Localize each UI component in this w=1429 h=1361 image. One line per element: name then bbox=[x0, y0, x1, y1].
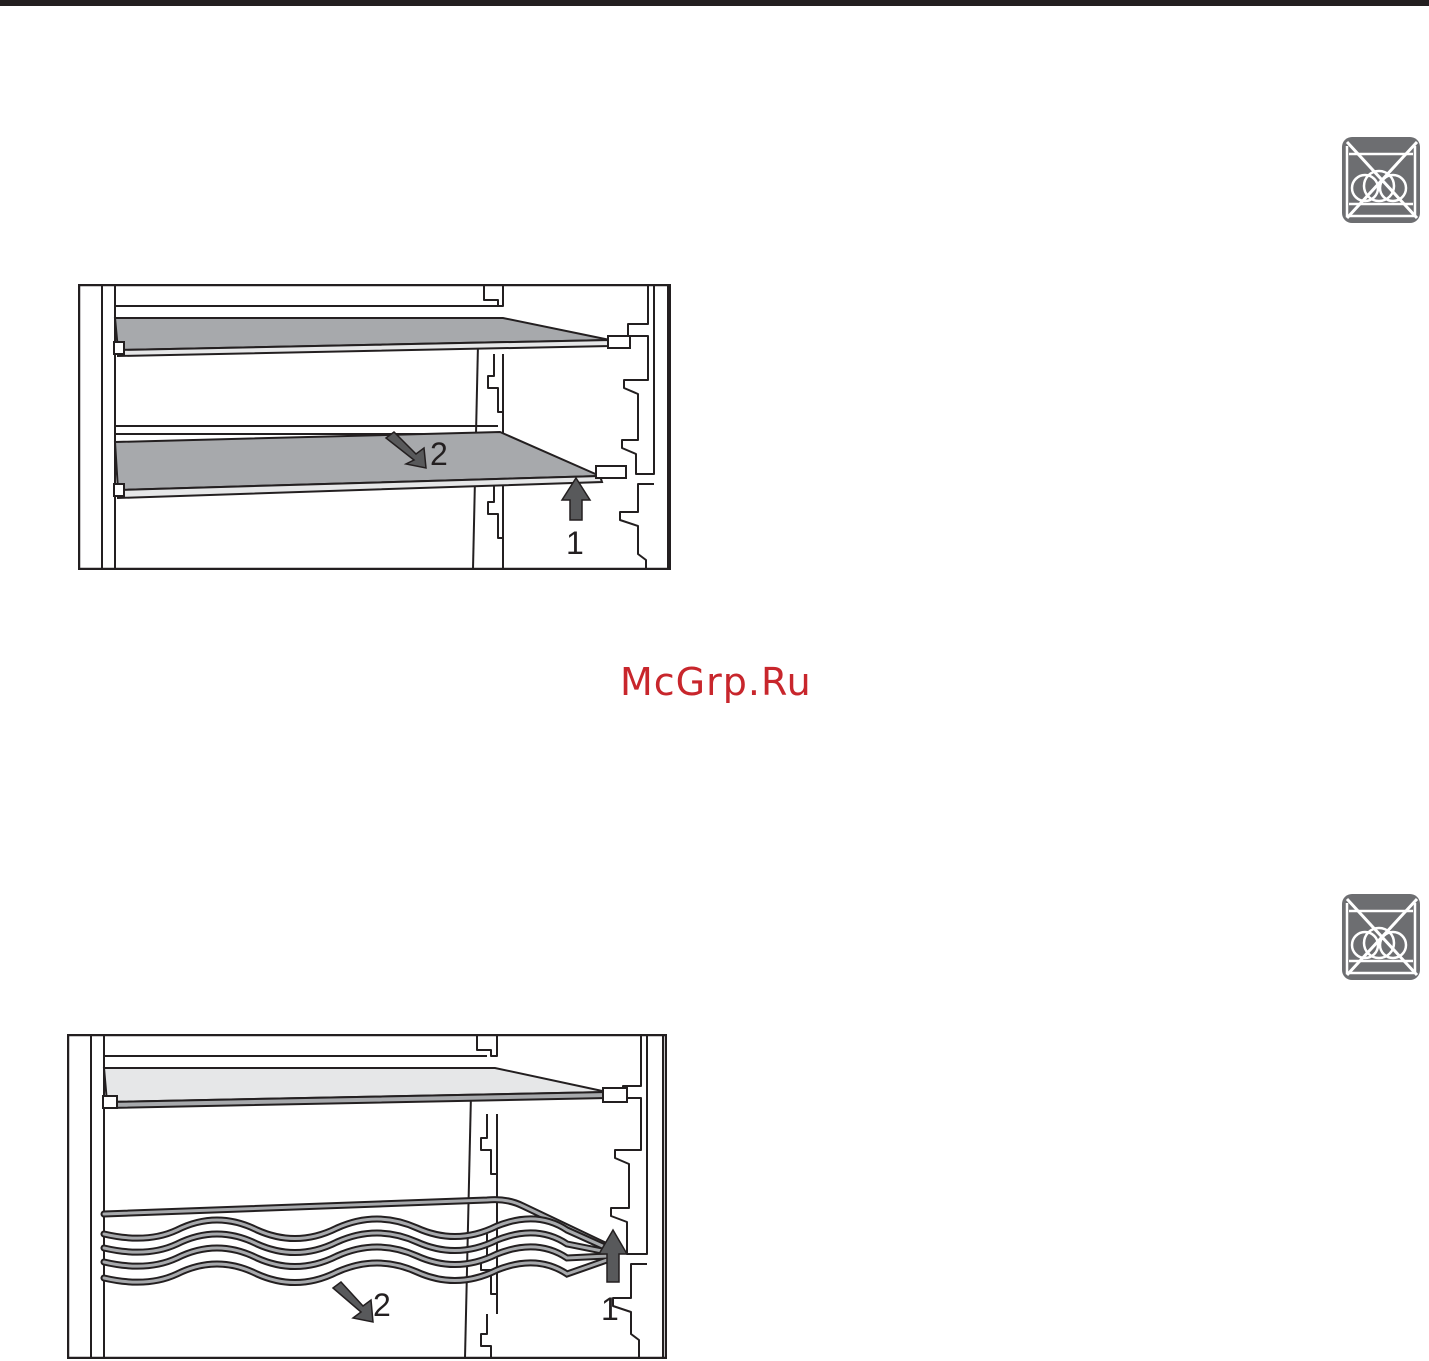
callout-1: 1 bbox=[566, 525, 584, 561]
callout-2: 2 bbox=[430, 436, 448, 472]
pull-arrow-icon bbox=[333, 1282, 373, 1322]
glass-shelf-removal-illustration: 2 1 bbox=[78, 284, 671, 570]
page-top-rule bbox=[0, 0, 1429, 6]
callout-2: 2 bbox=[373, 1287, 391, 1323]
watermark: McGrp.Ru bbox=[620, 660, 812, 704]
not-dishwasher-safe-icon bbox=[1341, 136, 1421, 224]
wine-rack-removal-illustration: 2 1 bbox=[67, 1034, 667, 1359]
callout-1: 1 bbox=[601, 1291, 619, 1327]
lift-arrow-icon bbox=[562, 478, 590, 520]
not-dishwasher-safe-icon bbox=[1341, 893, 1421, 981]
